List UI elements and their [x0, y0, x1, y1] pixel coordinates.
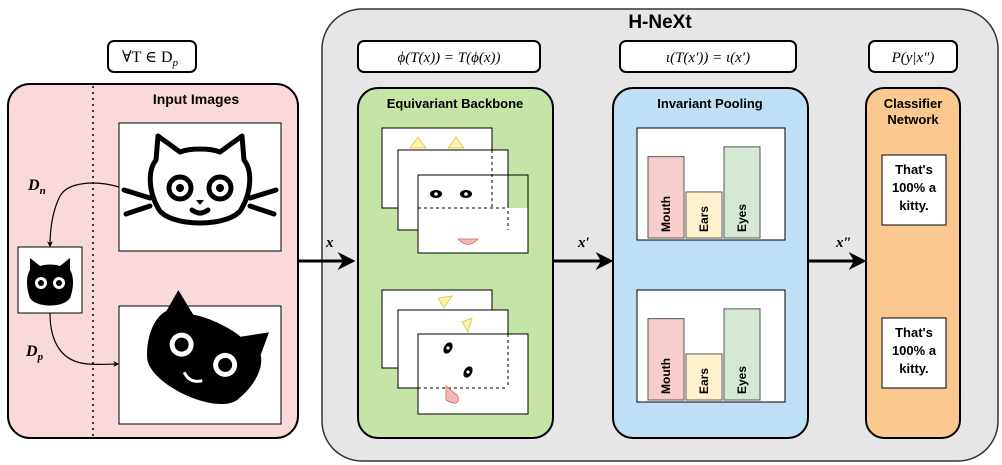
input-formula: ∀T ∈ Dp	[122, 49, 179, 69]
backbone-heading: Equivariant Backbone	[387, 96, 524, 111]
bar-mouth	[647, 156, 685, 239]
bar-ears	[685, 191, 723, 239]
dn-arrow	[47, 182, 120, 248]
backbone-formula: ϕ(T(x)) = T(ϕ(x))	[397, 50, 500, 66]
cat-black-image	[118, 290, 282, 425]
feature-ear	[461, 317, 473, 333]
feature-stack-top	[381, 127, 529, 254]
result-top-line3: kitty.	[899, 198, 928, 213]
result-top-line2: 100% a	[892, 180, 937, 195]
feature-map	[417, 333, 529, 415]
small-cat-icon	[27, 258, 73, 306]
bar-label-mouth: Mouth	[659, 196, 673, 232]
bar-label-ears: Ears	[697, 206, 711, 232]
dp-arrow	[49, 312, 120, 368]
result-bottom-line2: 100% a	[892, 343, 937, 358]
bar-eyes	[723, 308, 761, 401]
small-cat-image	[17, 246, 83, 314]
feature-ear	[437, 295, 453, 309]
hnext-title: H-NeXt	[628, 12, 692, 33]
classifier-formula: P(y|x″)	[891, 50, 935, 66]
result-bottom-line1: That's	[895, 325, 933, 340]
bar-eyes	[723, 146, 761, 239]
feature-mouth	[457, 238, 479, 245]
result-top-line1: That's	[895, 162, 933, 177]
classifier-formula-box: P(y|x″)	[868, 40, 958, 73]
bar-label-eyes: Eyes	[735, 204, 749, 232]
x-dprime-label: x″	[835, 235, 852, 251]
bar-ears	[685, 353, 723, 401]
pooling-formula: ι(T(x′)) = ι(x′)	[666, 50, 750, 66]
input-formula-box: ∀T ∈ Dp	[107, 40, 197, 73]
classifier-result-bottom: That's 100% a kitty.	[881, 317, 947, 389]
result-bottom-line3: kitty.	[899, 361, 928, 376]
bars-bottom-group: Mouth Ears Eyes	[647, 308, 761, 401]
bar-label-ears: Ears	[697, 368, 711, 394]
classifier-heading-line1: Classifier	[884, 96, 943, 111]
x-label: x	[325, 235, 334, 251]
input-heading: Input Images	[153, 91, 240, 107]
backbone-formula-box: ϕ(T(x)) = T(ϕ(x))	[357, 40, 541, 73]
cat-black-icon	[147, 290, 269, 404]
feature-stack-bottom	[381, 289, 529, 415]
cat-outline-icon	[121, 133, 279, 226]
cat-outline-image	[118, 122, 282, 252]
feature-ear	[409, 136, 427, 149]
pooling-heading: Invariant Pooling	[657, 96, 763, 111]
dn-label: Dn	[27, 177, 46, 197]
bars-top-group: Mouth Ears Eyes	[647, 146, 761, 239]
classifier-result-top: That's 100% a kitty.	[881, 154, 947, 226]
feature-ear	[447, 136, 465, 149]
bar-label-eyes: Eyes	[735, 366, 749, 394]
x-prime-label: x′	[577, 235, 590, 251]
bar-label-mouth: Mouth	[659, 358, 673, 394]
dp-label: Dp	[25, 343, 44, 363]
bar-mouth	[647, 318, 685, 401]
classifier-heading-line2: Network	[887, 112, 939, 127]
feature-mouth	[445, 385, 459, 404]
pooling-formula-box: ι(T(x′)) = ι(x′)	[619, 40, 797, 73]
